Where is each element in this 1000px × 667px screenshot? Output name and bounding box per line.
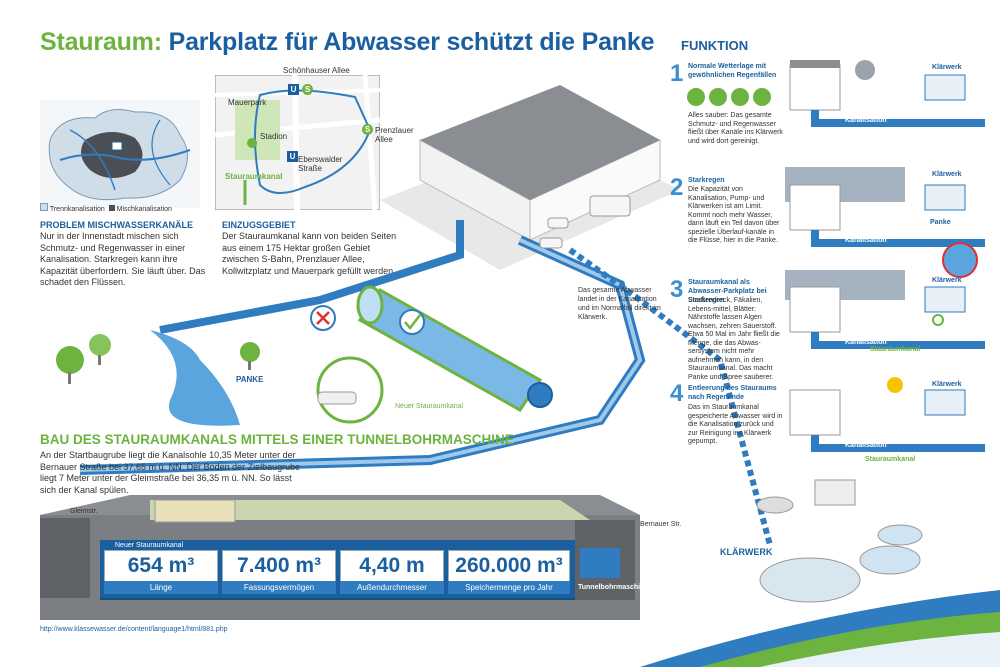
stat-laenge-label: Länge [104, 581, 218, 594]
klaerwerk-label: KLÄRWERK [720, 547, 773, 557]
fn1-klaerwerk: Klärwerk [932, 64, 962, 71]
step-1-icons [686, 86, 774, 106]
fn1-kanalisation: Kanalisation [845, 117, 887, 124]
title-highlight: Stauraum: [40, 28, 162, 56]
berlin-map-legend: Trennkanalisation Mischkanalisation [40, 203, 172, 214]
step-3-heading: Stauraumkanal als Abwasser-Parkplatz bei… [688, 279, 767, 304]
fn2-kanalisation: Kanalisation [845, 237, 887, 244]
stat-fassung-value: 7.400 m³ [222, 550, 336, 582]
s-bahn-icon-2: S [362, 124, 373, 135]
fn4-stauraumkanal: Stauraumkanal [865, 456, 916, 463]
fn3-klaerwerk: Klärwerk [932, 277, 962, 284]
gleimstr-label: Gleimstr. [70, 508, 98, 515]
cross-neuer-label: Neuer Stauraumkanal [115, 542, 184, 549]
stat-speicher-value: 260.000 m³ [448, 550, 570, 582]
map-label-schoenhauser: Schönhauser Allee [283, 66, 350, 75]
bernauer-label: Bernauer Str. [640, 521, 682, 528]
tbm-label: Tunnelbohrmaschine [578, 584, 649, 591]
legend-swatch-trenn [40, 203, 48, 211]
bau-heading: BAU DES STAURAUMKANALS MITTELS EINER TUN… [40, 432, 514, 447]
area-map [215, 75, 380, 210]
problem-text: Nur in der Innenstadt mischen sich Schmu… [40, 231, 206, 287]
function-diagrams [785, 60, 985, 452]
step-3-text: Straßendreck, Fäkalien, Lebens-mittel, B… [688, 297, 780, 381]
page-title: Stauraum: Parkplatz für Abwasser schützt… [40, 28, 654, 57]
stat-fassung-label: Fassungsvermögen [222, 581, 336, 594]
step-4-number: 4 [670, 380, 684, 407]
fn2-klaerwerk: Klärwerk [932, 171, 962, 178]
map-label-stadion: Stadion [260, 132, 288, 141]
neuer-kanal-label: Neuer Stauraumkanal [395, 403, 464, 410]
stat-durchmesser-label: Außendurchmesser [340, 581, 444, 594]
source-url[interactable]: http://www.klassewasser.de/content/langu… [40, 626, 228, 633]
fn3-kanalisation: Kanalisation [845, 339, 887, 346]
fn4-klaerwerk: Klärwerk [932, 381, 962, 388]
bau-text: An der Startbaugrube liegt die Kanalsohl… [40, 450, 301, 495]
map-label-stauraumkanal: Stauraumkanal [225, 172, 283, 181]
step-1-heading: Normale Wetterlage mit gewöhnlichen Rege… [688, 63, 777, 79]
stat-durchmesser-value: 4,40 m [340, 550, 444, 582]
stat-laenge-value: 654 m³ [104, 550, 218, 582]
funktion-heading: FUNKTION [681, 38, 749, 53]
step-4-heading: Entleerung des Stauraums nach Regenende [688, 385, 777, 401]
step-1-number: 1 [670, 60, 684, 87]
stat-speicher-label: Speichermenge pro Jahr [448, 581, 570, 594]
map-label-prenzlauer: Prenzlauer Allee [375, 126, 414, 144]
step-3-number: 3 [670, 276, 684, 303]
fn3-stauraumkanal: Stauraumkanal [870, 346, 921, 353]
step-4-text: Das im Stauraumkanal gespeicherte Abwass… [688, 404, 783, 445]
fn2-panke: Panke [930, 219, 951, 226]
einzug-text: Der Stauraumkanal kann von beiden Seiten… [222, 231, 397, 276]
problem-heading: PROBLEM MISCHWASSERKANÄLE [40, 220, 194, 230]
map-label-eberswalder: Eberswalder Straße [298, 155, 343, 173]
legend-trenn: Trennkanalisation [49, 206, 105, 213]
einzug-heading: EINZUGSGEBIET [222, 220, 296, 230]
fn4-kanalisation: Kanalisation [845, 442, 887, 449]
legend-misch: Mischkanalisation [116, 206, 172, 213]
step-2-heading: Starkregen [688, 177, 725, 184]
u-bahn-icon-2: U [287, 151, 298, 162]
map-label-mauerpark: Mauerpark [228, 98, 267, 107]
s-bahn-icon: S [302, 84, 313, 95]
berlin-map [40, 100, 200, 208]
step-1-text: Alles sauber: Das gesamte Schmutz- und R… [688, 112, 783, 145]
legend-swatch-misch [108, 205, 115, 211]
panke-label: PANKE [236, 375, 264, 384]
step-2-text: Die Kapazität von Kanalisation, Pump- un… [688, 186, 780, 244]
title-main: Parkplatz für Abwasser schützt die Panke [168, 28, 655, 56]
abwasser-note: Das gesamte Abwasser landet in der Kanal… [578, 287, 661, 321]
u-bahn-icon: U [288, 84, 299, 95]
step-2-number: 2 [670, 174, 684, 201]
